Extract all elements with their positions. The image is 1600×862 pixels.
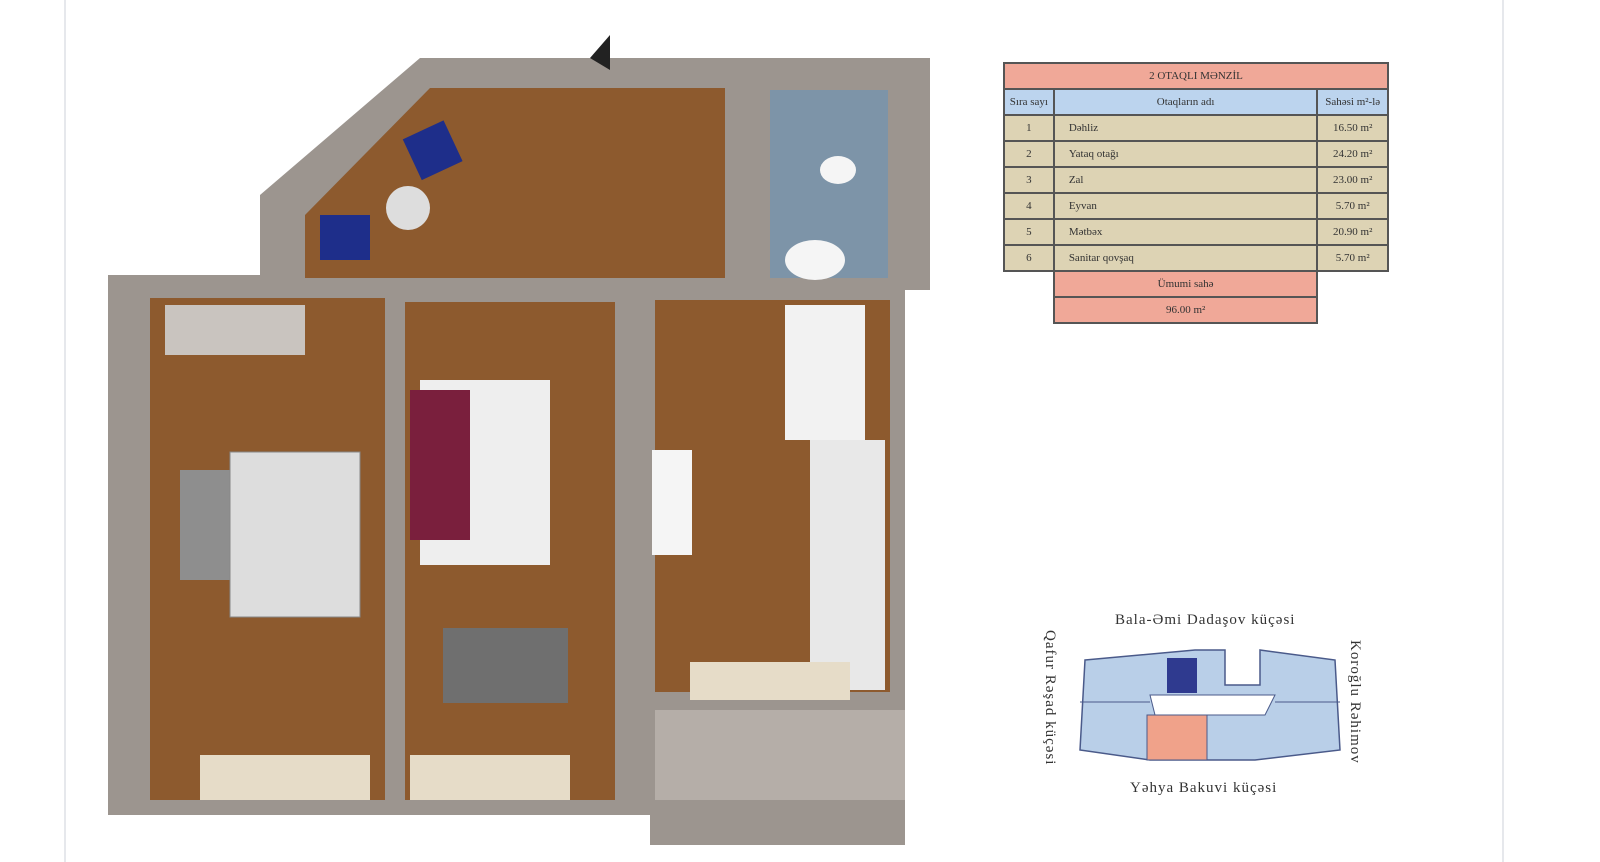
total-value: 96.00 m² bbox=[1052, 296, 1319, 324]
page-border-left bbox=[64, 0, 66, 862]
bedroom-rug bbox=[229, 451, 361, 618]
bathtub bbox=[785, 240, 845, 280]
row-name: Yataq otağı bbox=[1052, 140, 1319, 168]
row-number: 6 bbox=[1003, 244, 1055, 272]
row-name: Dəhliz bbox=[1052, 114, 1319, 142]
balcony-floor bbox=[655, 710, 905, 800]
curtain bbox=[690, 662, 850, 700]
highlighted-apartment bbox=[1146, 714, 1208, 761]
table-title: 2 OTAQLI MƏNZİL bbox=[1003, 62, 1389, 90]
stairwell bbox=[1167, 658, 1197, 693]
street-east: Koroğlu Rəhimov bbox=[1347, 640, 1363, 764]
hall-floor bbox=[305, 88, 725, 278]
kitchen-cabinet bbox=[785, 305, 865, 440]
dining-table bbox=[443, 628, 568, 703]
street-west: Qafur Rəşad küçəsi bbox=[1042, 630, 1058, 766]
coffee-table bbox=[386, 186, 430, 230]
row-area: 16.50 m² bbox=[1316, 114, 1389, 142]
wardrobe bbox=[165, 305, 305, 355]
curtain bbox=[200, 755, 370, 800]
row-name: Zal bbox=[1052, 166, 1319, 194]
building-site-map bbox=[1079, 649, 1341, 761]
row-number: 3 bbox=[1003, 166, 1055, 194]
row-area: 24.20 m² bbox=[1316, 140, 1389, 168]
row-name: Sanitar qovşaq bbox=[1052, 244, 1319, 272]
row-number: 2 bbox=[1003, 140, 1055, 168]
corridor bbox=[1149, 694, 1276, 716]
row-number: 5 bbox=[1003, 218, 1055, 246]
room-area-table: 2 OTAQLI MƏNZİL Sıra sayı Otaqların adı … bbox=[1003, 62, 1389, 324]
row-area: 23.00 m² bbox=[1316, 166, 1389, 194]
floor-plan bbox=[108, 35, 930, 845]
kitchen-table bbox=[652, 450, 692, 555]
header-number: Sıra sayı bbox=[1003, 88, 1055, 116]
total-label: Ümumi sahə bbox=[1052, 270, 1319, 298]
row-area: 20.90 m² bbox=[1316, 218, 1389, 246]
kitchen-counter bbox=[810, 440, 885, 690]
row-name: Mətbəx bbox=[1052, 218, 1319, 246]
curtain bbox=[410, 755, 570, 800]
entrance-door bbox=[590, 35, 610, 70]
row-name: Eyvan bbox=[1052, 192, 1319, 220]
armchair bbox=[320, 215, 370, 260]
sofa bbox=[410, 390, 470, 540]
street-north: Bala-Əmi Dadaşov küçəsi bbox=[1115, 612, 1296, 628]
row-number: 1 bbox=[1003, 114, 1055, 142]
header-room-name: Otaqların adı bbox=[1052, 88, 1319, 116]
page-border-right bbox=[1502, 0, 1504, 862]
toilet bbox=[820, 156, 856, 184]
armchair bbox=[402, 120, 463, 181]
row-area: 5.70 m² bbox=[1316, 192, 1389, 220]
street-south: Yəhya Bakuvi küçəsi bbox=[1130, 780, 1278, 796]
row-area: 5.70 m² bbox=[1316, 244, 1389, 272]
row-number: 4 bbox=[1003, 192, 1055, 220]
header-area: Sahəsi m²-lə bbox=[1316, 88, 1389, 116]
